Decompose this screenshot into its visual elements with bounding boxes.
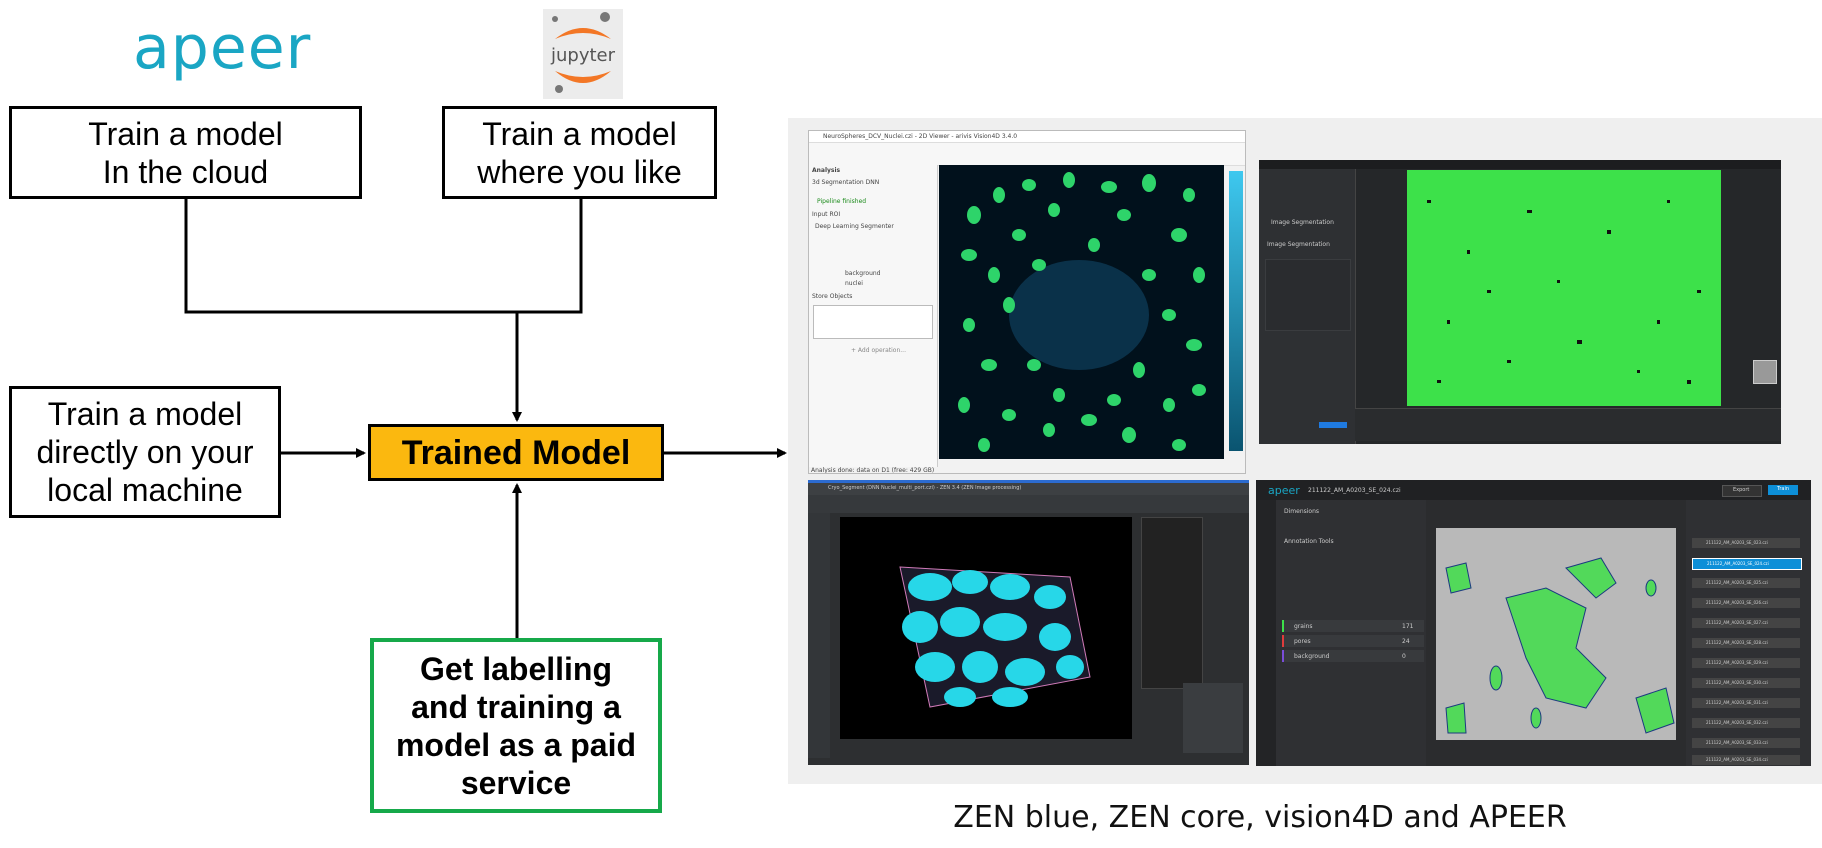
trained-model-box: Trained Model [368, 424, 664, 481]
apeer-train-button[interactable]: Train [1768, 485, 1798, 495]
zencore-side-panel: Image Segmentation Image Segmentation [1259, 169, 1356, 444]
paid-service-box: Get labelling and training a model as a … [370, 638, 662, 813]
grain-pores [1427, 200, 1701, 384]
vision4d-pipeline: 3d Segmentation DNN [812, 179, 880, 186]
apeer-file-item[interactable]: 211122_AM_A0203_SE_023.czi [1692, 538, 1800, 548]
apeer-annotation-tools: Annotation Tools [1284, 538, 1334, 545]
zenblue-screenshot: Cryo_Segment (DNN Nuclei_multi_port.czi)… [808, 480, 1249, 765]
apeer-annotate-screenshot: apeer 211122_AM_A0203_SE_024.czi Export … [1256, 480, 1811, 766]
apeer-logo: apeer [133, 13, 312, 83]
apeer-class-row[interactable]: background 0 [1282, 650, 1424, 662]
tools-caption: ZEN blue, ZEN core, vision4D and APEER [953, 800, 1567, 835]
apeer-file-name: 211122_AM_A0203_SE_024.czi [1308, 487, 1401, 494]
train-local-box: Train a model directly on your local mac… [9, 386, 281, 518]
vision4d-screenshot: NeuroSpheres_DCV_Nuclei.czi - 2D Viewer … [808, 130, 1246, 474]
merge-line [184, 199, 583, 314]
vision4d-class-0: background [845, 270, 881, 277]
apeer-file-list: 211122_AM_A0203_SE_023.czi 211122_AM_A02… [1686, 500, 1811, 766]
train-anywhere-box: Train a model where you like [442, 106, 717, 199]
apeer-file-item[interactable]: 211122_AM_A0203_SE_031.czi [1692, 698, 1800, 708]
vision4d-store-objects: Store Objects [812, 293, 853, 300]
zencore-segmentation-image [1407, 170, 1721, 406]
vision4d-status: Pipeline finished [817, 198, 867, 205]
train-local-label: Train a model directly on your local mac… [36, 396, 254, 508]
trained-model-label: Trained Model [401, 433, 631, 472]
train-cloud-box: Train a model In the cloud [9, 106, 362, 199]
zencore-screenshot: Image Segmentation Image Segmentation [1259, 160, 1781, 444]
zenblue-data-table [1141, 517, 1203, 689]
cyan-3d-blobs [899, 566, 1091, 708]
apeer-brand: apeer [1268, 484, 1300, 497]
apeer-dimensions: Dimensions [1284, 508, 1320, 515]
apeer-file-item[interactable]: 211122_AM_A0203_SE_024.czi [1692, 558, 1802, 570]
vision4d-panel-title: Analysis [812, 167, 841, 174]
apeer-file-item[interactable]: 211122_AM_A0203_SE_028.czi [1692, 638, 1800, 648]
zenblue-title: Cryo_Segment (DNN Nuclei_multi_port.czi)… [828, 485, 1022, 491]
apeer-class-row[interactable]: grains 171 [1282, 620, 1424, 632]
train-cloud-label: Train a model In the cloud [88, 115, 283, 190]
vision4d-analysis-panel: Analysis 3d Segmentation DNN Pipeline fi… [809, 165, 938, 467]
zencore-section: Image Segmentation [1267, 241, 1330, 248]
apeer-class-row[interactable]: pores 24 [1282, 635, 1424, 647]
apeer-file-item[interactable]: 211122_AM_A0203_SE_034.czi [1692, 755, 1800, 765]
paid-service-label: Get labelling and training a model as a … [395, 650, 637, 801]
zencore-navigator[interactable] [1753, 360, 1777, 384]
apeer-file-item[interactable]: 211122_AM_A0203_SE_032.czi [1692, 718, 1800, 728]
jupyter-logo: jupyter [543, 9, 623, 99]
apeer-file-item[interactable]: 211122_AM_A0203_SE_030.czi [1692, 678, 1800, 688]
apeer-file-item[interactable]: 211122_AM_A0203_SE_027.czi [1692, 618, 1800, 628]
jupyter-logo-text: jupyter [550, 45, 616, 66]
zencore-panel-title: Image Segmentation [1271, 219, 1334, 226]
apeer-file-item[interactable]: 211122_AM_A0203_SE_026.czi [1692, 598, 1800, 608]
vision4d-footer: Analysis done: data on D1 (free: 429 GB) [811, 467, 935, 474]
jupyter-logo-graphic: jupyter [550, 12, 616, 93]
apeer-annotation-image [1436, 528, 1676, 740]
nuclei-segmentation [958, 172, 1206, 452]
zenblue-3d-render [840, 517, 1132, 739]
vision4d-title: NeuroSpheres_DCV_Nuclei.czi - 2D Viewer … [823, 133, 1018, 140]
vision4d-colorbar [1229, 171, 1243, 451]
vision4d-nuclei-image [939, 165, 1224, 459]
vision4d-add-operation[interactable]: + Add operation... [851, 347, 906, 354]
vision4d-input-roi: Input ROI [812, 211, 841, 218]
train-anywhere-label: Train a model where you like [477, 115, 682, 190]
zencore-apply-button[interactable] [1319, 422, 1347, 428]
apeer-file-item[interactable]: 211122_AM_A0203_SE_029.czi [1692, 658, 1800, 668]
vision4d-class-1: nuclei [845, 280, 863, 287]
annotated-grains [1445, 557, 1675, 734]
apeer-tools-panel: Dimensions Annotation Tools grains 171 p… [1276, 500, 1426, 766]
vision4d-operation: Deep Learning Segmenter [815, 223, 894, 230]
apeer-file-item[interactable]: 211122_AM_A0203_SE_025.czi [1692, 578, 1800, 588]
apeer-export-button[interactable]: Export [1722, 485, 1762, 497]
apeer-file-item[interactable]: 211122_AM_A0203_SE_033.czi [1692, 738, 1800, 748]
